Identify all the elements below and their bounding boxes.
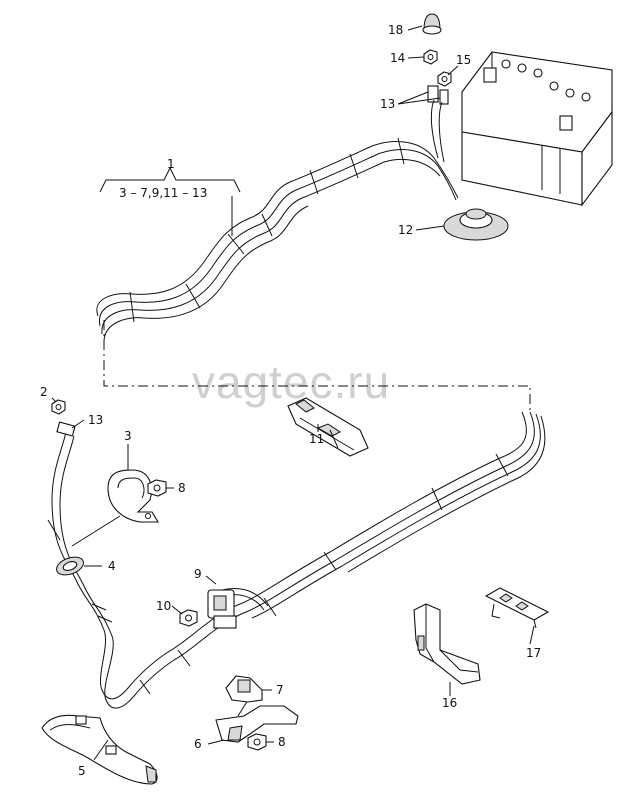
battery <box>461 51 613 207</box>
nut-15 <box>437 71 452 87</box>
nut-8-lower <box>247 733 267 751</box>
callout-6: 6 <box>194 737 202 751</box>
callout-8-upper: 8 <box>178 481 186 495</box>
cover-5 <box>41 714 158 785</box>
callout-13-upper: 13 <box>380 97 395 111</box>
clip-11 <box>287 397 369 457</box>
callout-12: 12 <box>398 223 413 237</box>
callout-11: 11 <box>309 432 324 446</box>
callout-13-lower: 13 <box>88 413 103 427</box>
callout-15: 15 <box>456 53 471 67</box>
callout-17: 17 <box>526 646 541 660</box>
callout-1-range: 3 – 7,9,11 – 13 <box>119 186 207 200</box>
callout-9: 9 <box>194 567 202 581</box>
callout-5: 5 <box>78 764 86 778</box>
callout-3: 3 <box>124 429 132 443</box>
grommet-12 <box>443 208 509 241</box>
callout-4: 4 <box>108 559 116 573</box>
callout-1: 1 <box>167 157 175 171</box>
callout-7: 7 <box>276 683 284 697</box>
nut-8-upper <box>147 479 167 497</box>
sensor-9 <box>207 588 269 629</box>
continuation-line <box>103 320 531 410</box>
leader-lines <box>47 25 535 761</box>
watermark: vagtec.ru <box>192 356 390 408</box>
callout-16: 16 <box>442 696 457 710</box>
bracket-17 <box>484 587 550 629</box>
nut-2 <box>51 399 66 415</box>
cap-18 <box>422 13 442 35</box>
cable-lug-13-lower <box>56 421 76 437</box>
callout-10: 10 <box>156 599 171 613</box>
callout-18: 18 <box>388 23 403 37</box>
group-1-bracket <box>99 166 241 236</box>
nut-14 <box>423 49 438 65</box>
grommet-4 <box>56 556 84 576</box>
clip-7 <box>225 675 263 703</box>
callout-14: 14 <box>390 51 405 65</box>
nut-10 <box>179 609 198 627</box>
callout-8-lower: 8 <box>278 735 286 749</box>
upper-wiring-harness <box>96 99 459 343</box>
callout-2: 2 <box>40 385 48 399</box>
bracket-16 <box>413 603 481 685</box>
clamp-3 <box>107 469 159 523</box>
cable-lug-13 <box>427 85 449 105</box>
